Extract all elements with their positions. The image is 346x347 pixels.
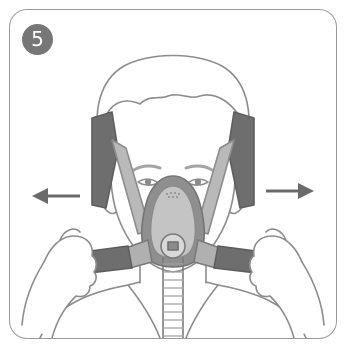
left-pupil xyxy=(146,180,151,185)
arrow-left-icon xyxy=(32,188,80,204)
right-pupil xyxy=(196,180,201,185)
right-eyebrow xyxy=(186,166,212,170)
hair-outline xyxy=(97,56,249,151)
elbow-clip xyxy=(168,242,178,250)
left-hand xyxy=(22,236,96,338)
collar-right xyxy=(186,285,218,338)
right-hand xyxy=(250,236,324,338)
arrow-right-icon xyxy=(266,183,314,199)
left-eyebrow xyxy=(134,166,160,170)
collar-left xyxy=(128,285,160,338)
upper-strap-left xyxy=(92,112,118,208)
upper-strap-right xyxy=(228,112,254,208)
